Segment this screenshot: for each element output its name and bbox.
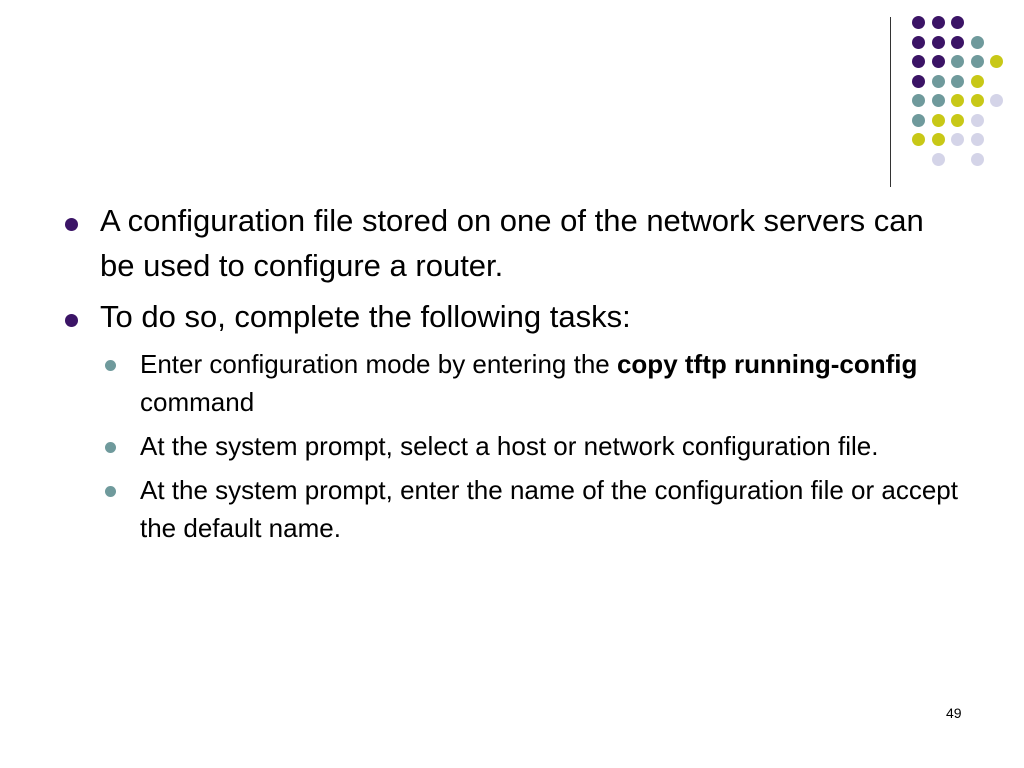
decorative-dot <box>970 152 984 166</box>
decorative-dot <box>970 55 984 68</box>
bullet-dot-icon <box>65 314 78 327</box>
decorative-dot <box>970 133 984 146</box>
decorative-dot <box>931 133 945 146</box>
decorative-dot <box>931 16 945 29</box>
decorative-dot <box>931 55 945 68</box>
decorative-dot <box>970 113 984 127</box>
sub-bullet-text: Enter configuration mode by entering the <box>140 349 617 379</box>
decorative-dot <box>931 94 945 107</box>
decorative-dot <box>912 94 925 107</box>
sub-bullet-text: At the system prompt, enter the name of … <box>140 475 958 543</box>
page-number: 49 <box>946 705 962 721</box>
sub-bullet-dot-icon <box>105 486 116 497</box>
decorative-dot <box>951 113 964 127</box>
decorative-dot <box>951 133 964 146</box>
decorative-dot <box>912 55 925 68</box>
decorative-dot <box>931 113 945 127</box>
decorative-dot <box>990 55 1003 68</box>
decorative-dot <box>951 55 964 68</box>
decorative-dot <box>951 16 964 29</box>
sub-bullet-text: command <box>140 387 255 417</box>
bullet-text: A configuration file stored on one of th… <box>100 203 924 283</box>
sub-bullet-dot-icon <box>105 442 116 453</box>
decorative-dot <box>912 16 925 29</box>
sub-bullet-item: At the system prompt, select a host or n… <box>100 427 960 465</box>
bullet-item: To do so, complete the following tasks: <box>60 294 960 339</box>
slide-content: A configuration file stored on one of th… <box>60 198 960 553</box>
decorative-dot <box>912 35 925 49</box>
decorative-dot <box>951 35 964 49</box>
decorative-dot <box>970 35 984 49</box>
decorative-dot <box>931 74 945 88</box>
decorative-dot <box>951 94 964 107</box>
decorative-dot <box>931 152 945 166</box>
decorative-dot <box>931 35 945 49</box>
sub-bullet-list: Enter configuration mode by entering the… <box>100 345 960 547</box>
decorative-dot <box>912 113 925 127</box>
sub-bullet-text: At the system prompt, select a host or n… <box>140 431 879 461</box>
decorative-dot <box>970 94 984 107</box>
decorative-dot <box>912 74 925 88</box>
sub-bullet-item: Enter configuration mode by entering the… <box>100 345 960 421</box>
sub-bullet-dot-icon <box>105 360 116 371</box>
decorative-divider-line <box>890 17 891 187</box>
bullet-item: A configuration file stored on one of th… <box>60 198 960 288</box>
decorative-dot <box>951 74 964 88</box>
bullet-dot-icon <box>65 218 78 231</box>
command-text: copy tftp running-config <box>616 349 918 379</box>
decorative-dot-grid <box>0 0 1024 200</box>
bullet-text: To do so, complete the following tasks: <box>100 299 631 334</box>
decorative-dot <box>990 94 1003 107</box>
decorative-dot <box>912 133 925 146</box>
decorative-dot <box>970 74 984 88</box>
sub-bullet-item: At the system prompt, enter the name of … <box>100 471 960 547</box>
